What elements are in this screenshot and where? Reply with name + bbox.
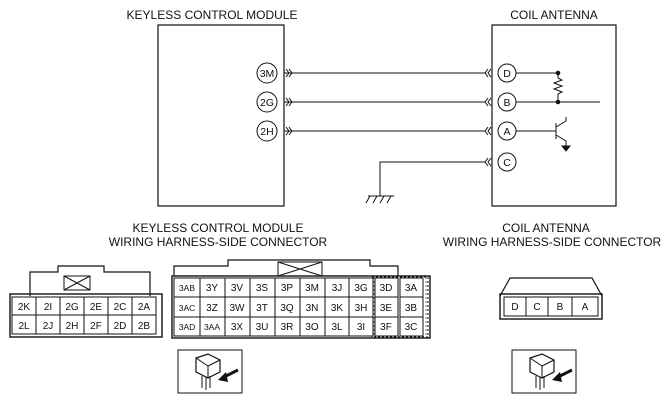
terminal-label: 3AA [204,322,220,332]
terminal-label: 2I [44,302,52,313]
terminal-label: 3P [281,283,294,294]
terminal-label: 3H [355,303,368,314]
terminal-label: 2F [90,321,102,332]
terminal-label: 2A [138,302,151,313]
connector-chevron [285,126,293,136]
terminal-label: 3O [305,322,319,333]
module-pin-2g: 2G [256,91,278,113]
antenna-pin-b: B [497,92,517,112]
terminal-label: D [511,302,518,313]
terminal-label: 3B [405,303,418,314]
wires [284,68,492,204]
module-title: KEYLESS CONTROL MODULE [127,8,298,22]
antenna-title: COIL ANTENNA [510,8,598,22]
terminal-label: 3T [256,303,268,314]
pin-label: D [503,68,511,80]
antenna-pin-a: A [497,121,517,141]
antenna-pin-c: C [497,152,517,172]
terminal-label: 3V [231,283,244,294]
terminal-label: 3AB [179,283,195,293]
terminal-label: 3S [256,283,269,294]
terminal-label: 3K [331,303,344,314]
kcm-connector-title-1: KEYLESS CONTROL MODULE [133,221,304,235]
ground-symbol [365,195,394,204]
terminal-label: 2K [18,302,31,313]
terminal-label: 2G [65,302,79,313]
terminal-label: 3Z [206,303,218,314]
antenna-connector-title-2: WIRING HARNESS-SIDE CONNECTOR [443,235,662,249]
module-pin-3m: 3M [256,62,278,84]
connector-chevron [484,126,492,136]
antenna-pin-d: D [497,63,517,83]
antenna-connector-illustration [511,349,577,394]
wire-c-ground [379,161,485,196]
connector-chevron [484,157,492,167]
terminal-label: 3W [230,303,246,314]
antenna-connector: D C B A [499,277,603,320]
connector-chevron [484,97,492,107]
terminal-label: 3Y [206,283,219,294]
kcm-connector-title-2: WIRING HARNESS-SIDE CONNECTOR [109,235,328,249]
terminal-label: 3E [380,303,393,314]
module-box [157,24,285,207]
module-pin-2h: 2H [256,120,278,142]
terminal-label: 2L [18,321,30,332]
terminal-label: 2B [138,321,151,332]
terminal-label: A [582,302,589,313]
antenna-connector-title-1: COIL ANTENNA [502,221,590,235]
terminal-label: 3AC [179,303,196,313]
connector-chevron [285,97,293,107]
resistor-symbol [552,77,564,102]
terminal-label: 3X [231,322,244,333]
kcm-connector-3: 3AB 3Y 3V 3S 3P 3M 3J 3G 3D 3A 3AC 3Z 3W… [171,259,431,339]
terminal-label: 2D [114,321,127,332]
terminal-label: 2E [90,302,103,313]
terminal-label: 3D [380,283,393,294]
pin-label: B [503,97,510,109]
terminal-label: 3C [405,322,418,333]
terminal-label: B [557,302,564,313]
kcm-connector-2: 2K 2I 2G 2E 2C 2A 2L 2J 2H 2F 2D 2B [9,265,163,338]
pin-label: 2G [260,97,274,109]
terminal-label: 3F [380,322,392,333]
terminal-label: 3A [405,283,418,294]
connector-chevron [484,68,492,78]
pin-label: 2H [260,126,273,138]
antenna-box [491,24,617,207]
antenna-internal-circuit [516,70,600,152]
terminal-label: 2C [114,302,127,313]
terminal-label: 3R [281,322,294,333]
pin-label: 3M [260,68,275,80]
terminal-label: 3J [332,283,343,294]
terminal-label: 3L [331,322,343,333]
terminal-label: 3G [354,283,368,294]
terminal-label: 3I [357,322,365,333]
pin-label: A [503,126,510,138]
terminal-label: 3Q [280,303,294,314]
terminal-label: 3AD [179,322,196,332]
terminal-label: 3U [256,322,269,333]
terminal-label: 3N [306,303,319,314]
kcm-connector-illustration [177,349,243,394]
terminal-label: 2H [66,321,79,332]
terminal-label: 3M [305,283,319,294]
pin-label: C [503,157,511,169]
terminal-label: C [533,302,540,313]
terminal-label: 2J [43,321,54,332]
connector-chevron [285,68,293,78]
